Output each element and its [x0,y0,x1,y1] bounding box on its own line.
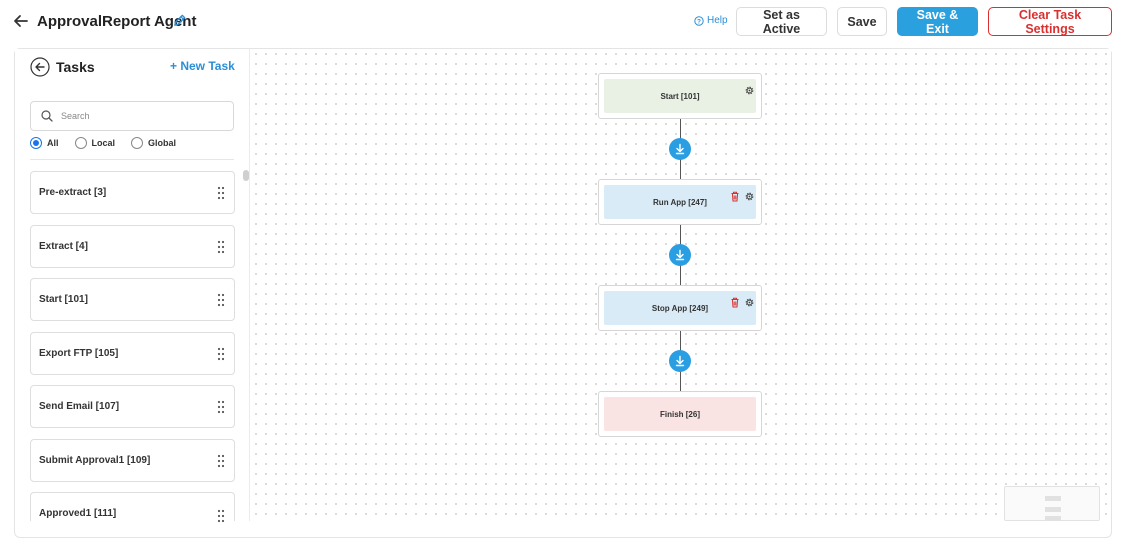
trash-icon[interactable] [730,191,740,202]
canvas-minimap[interactable] [1004,486,1100,521]
tasks-sidebar: Tasks + New Task All Local Global Pre-ex… [15,49,250,523]
filter-local-label: Local [91,138,116,148]
task-label: Extract [4] [39,241,88,252]
filter-global[interactable]: Global [131,137,176,149]
clear-task-settings-button[interactable]: Clear Task Settings [988,7,1112,36]
list-item[interactable]: Send Email [107] [30,385,235,428]
task-label: Pre-extract [3] [39,187,107,198]
svg-text:?: ? [697,18,701,25]
node-body[interactable]: Stop App [249] [604,291,756,325]
tasks-title: Tasks [56,59,95,75]
download-arrow-icon [675,143,685,155]
filter-global-label: Global [148,138,177,148]
workflow-canvas[interactable]: Start [101] Run App [247] [251,49,1111,521]
task-label: Send Email [107] [39,401,120,412]
minimap-block [1045,516,1061,521]
help-link[interactable]: ? Help [694,15,728,26]
filter-all[interactable]: All [30,137,59,149]
drag-handle-icon[interactable] [217,400,225,414]
gear-icon[interactable] [744,297,755,308]
back-arrow-icon[interactable] [12,12,30,30]
download-arrow-icon [675,355,685,367]
task-label: Start [101] [39,294,88,305]
filter-all-label: All [47,138,59,148]
drag-handle-icon[interactable] [217,186,225,200]
save-exit-button[interactable]: Save & Exit [897,7,978,36]
list-item[interactable]: Export FTP [105] [30,332,235,375]
task-label: Submit Approval1 [109] [39,455,151,466]
set-active-button[interactable]: Set as Active [736,7,827,36]
radio-unchecked-icon [131,137,144,149]
sidebar-scrollbar[interactable] [243,170,249,181]
node-body[interactable]: Run App [247] [604,185,756,219]
sidebar-back-icon[interactable] [30,57,50,77]
top-header: ApprovalReport Agent ? Help Set as Activ… [0,0,1130,46]
node-body[interactable]: Start [101] [604,79,756,113]
drag-handle-icon[interactable] [217,293,225,307]
trash-icon[interactable] [730,297,740,308]
gear-icon[interactable] [744,191,755,202]
list-item[interactable]: Start [101] [30,278,235,321]
insert-task-button[interactable] [669,138,691,160]
minimap-block [1045,507,1061,512]
task-label: Approved1 [111] [39,508,117,519]
workflow-node-finish[interactable]: Finish [26] [598,391,762,437]
scope-filter: All Local Global [30,137,192,149]
node-body[interactable]: Finish [26] [604,397,756,431]
radio-unchecked-icon [74,137,87,149]
drag-handle-icon[interactable] [217,240,225,254]
divider [30,159,234,160]
search-icon [41,110,53,122]
node-label: Start [101] [660,91,700,101]
help-circle-icon: ? [694,15,704,26]
workflow-node-stop-app[interactable]: Stop App [249] [598,285,762,331]
node-label: Finish [26] [659,409,700,419]
node-label: Stop App [249] [651,303,709,313]
page-title: ApprovalReport Agent [37,13,197,30]
radio-checked-icon [30,137,42,149]
new-task-link[interactable]: + New Task [170,59,235,73]
workflow-node-start[interactable]: Start [101] [598,73,762,119]
pencil-icon[interactable] [172,13,187,28]
gear-icon[interactable] [744,85,755,96]
list-item[interactable]: Approved1 [111] [30,492,235,523]
task-label: Export FTP [105] [39,348,119,359]
list-item[interactable]: Pre-extract [3] [30,171,235,214]
drag-handle-icon[interactable] [217,347,225,361]
filter-local[interactable]: Local [74,137,116,149]
workflow-node-run-app[interactable]: Run App [247] [598,179,762,225]
drag-handle-icon[interactable] [217,454,225,468]
node-label: Run App [247] [653,197,707,207]
search-input[interactable] [59,110,209,122]
help-label: Help [707,15,728,26]
search-box[interactable] [30,101,234,131]
list-item[interactable]: Extract [4] [30,225,235,268]
minimap-block [1045,496,1061,501]
save-button[interactable]: Save [837,7,887,36]
insert-task-button[interactable] [669,244,691,266]
download-arrow-icon [675,249,685,261]
list-item[interactable]: Submit Approval1 [109] [30,439,235,482]
insert-task-button[interactable] [669,350,691,372]
